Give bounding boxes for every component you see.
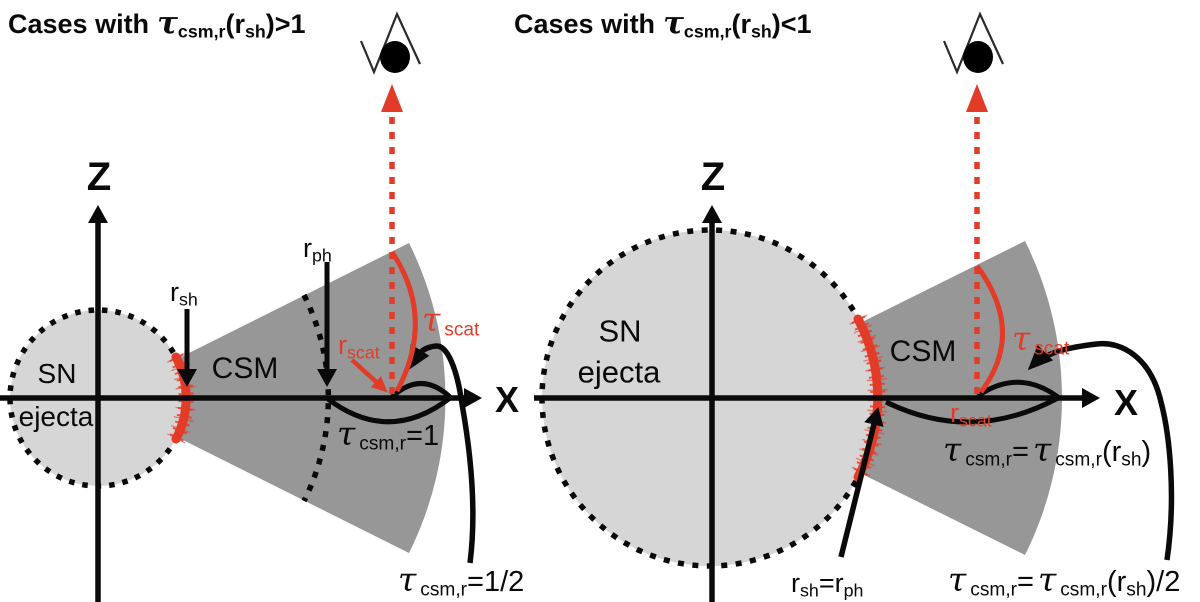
left-r-scat-base: r: [338, 330, 347, 360]
left-optical-depth-arc-lower: [326, 396, 452, 425]
left-r-scat-label: rscat: [338, 332, 380, 362]
left-r-sh-base: r: [170, 277, 179, 307]
left-z-axis-label: Z: [86, 155, 112, 199]
right-tau-csm-half-tau2: τ: [1037, 560, 1057, 599]
left-r-ph-label: rph: [303, 235, 332, 265]
left-ejecta-label: ejecta: [18, 401, 94, 432]
right-optical-depth-arc-lower: [884, 395, 1060, 425]
left-tau-csm-half-value: =1/2: [467, 566, 525, 598]
left-csm-label: CSM: [211, 352, 279, 385]
right-r-sh-ph-eq: =r: [818, 568, 844, 598]
right-tau-csm-full-tau: τ: [943, 430, 962, 469]
right-x-axis-label: X: [1113, 382, 1139, 423]
right-tau-csm-half-sub3: sh: [1126, 579, 1147, 601]
right-r-scat-base: r: [950, 398, 959, 428]
right-tau-csm-half-sub2: csm,r: [1060, 579, 1107, 601]
right-tau-csm-full-mid: (r: [1101, 436, 1122, 468]
left-loop-arrow: [406, 343, 476, 564]
right-tau-csm-full-sub: csm,r: [965, 449, 1013, 471]
left-title-prefix: Cases with: [8, 9, 150, 39]
left-r-scat-sub: scat: [347, 342, 380, 363]
left-tau-csm-half-tau: τ: [398, 560, 417, 599]
right-title-suffix: )<1: [771, 9, 812, 39]
left-r-ph-base: r: [303, 233, 312, 263]
right-tau-csm-full-tau2: τ: [1032, 430, 1052, 469]
right-loop-arrow: [1027, 340, 1175, 561]
right-title-r-sub: sh: [750, 21, 772, 42]
right-title-prefix: Cases with: [514, 9, 656, 39]
right-r-scat-label: rscat: [950, 400, 992, 430]
right-tau-csm-half-tau: τ: [948, 560, 967, 599]
left-tau-csm-1-tau: τ: [337, 414, 356, 453]
left-r-ph-sub: ph: [312, 245, 332, 266]
left-photosphere-dotted-arc: [301, 293, 332, 503]
left-x-axis-label: X: [494, 379, 520, 420]
right-tau-csm-full-close: ): [1141, 436, 1152, 468]
right-tau-csm-full-sub3: sh: [1121, 449, 1142, 471]
right-tau-csm-half-sub: csm,r: [970, 579, 1018, 601]
right-r-sh-ph-arrow: [838, 407, 884, 558]
right-csm-label: CSM: [889, 335, 957, 368]
right-title-mid: (r: [731, 9, 751, 39]
left-tau-csm-1-sub: csm,r: [359, 433, 407, 455]
left-sn-label: SN: [37, 358, 77, 389]
left-title-tau: τ: [157, 5, 178, 41]
left-eye-icon: [359, 11, 421, 75]
left-title-mid: (r: [225, 9, 245, 39]
right-tau-csm-half-close: )/2: [1146, 566, 1181, 598]
right-eye-icon: [942, 11, 1004, 75]
right-tau-scat-arc: [974, 264, 1006, 394]
right-tau-scat-sub: scat: [1034, 338, 1070, 360]
right-tau-csm-full-eq: =: [1012, 436, 1029, 468]
right-tau-scat-tau: τ: [1012, 319, 1031, 358]
left-optical-depth-arc-upper: [390, 381, 452, 399]
left-title-tau-sub: csm,r: [177, 21, 226, 42]
right-r-sh-ph-sub2: ph: [843, 580, 864, 601]
left-tau-csm-1-value: =1: [406, 420, 440, 452]
right-tau-csm-half-eq: =: [1017, 566, 1034, 598]
left-line-of-sight-arrowhead: [381, 84, 403, 112]
right-tau-csm-full-sub2: csm,r: [1055, 449, 1102, 471]
right-z-axis-label: Z: [700, 155, 726, 199]
left-title-r-sub: sh: [244, 21, 266, 42]
right-sn-label: SN: [598, 313, 642, 349]
left-r-sh-sub: sh: [179, 289, 198, 310]
left-tau-scat-sub: scat: [444, 319, 480, 341]
left-tau-scat-arc: [389, 250, 418, 393]
right-r-scat-sub: scat: [959, 410, 992, 431]
right-optical-depth-arc-upper: [976, 379, 1060, 400]
right-title-tau-sub: csm,r: [683, 21, 732, 42]
right-title-tau: τ: [663, 5, 684, 41]
right-r-sh-ph-sub: sh: [800, 580, 819, 601]
right-line-of-sight-arrowhead: [966, 84, 988, 112]
left-tau-scat-tau: τ: [422, 300, 441, 339]
right-r-sh-ph-label: rsh=rph: [791, 570, 863, 600]
right-r-sh-ph-base: r: [791, 568, 800, 598]
left-r-scat-arrow: [350, 358, 388, 393]
left-tau-csm-half-sub: csm,r: [420, 579, 468, 601]
left-title-suffix: )>1: [265, 9, 306, 39]
left-r-sh-label: rsh: [170, 279, 198, 309]
right-tau-csm-half-mid: (r: [1106, 566, 1127, 598]
right-ejecta-label: ejecta: [577, 354, 661, 390]
